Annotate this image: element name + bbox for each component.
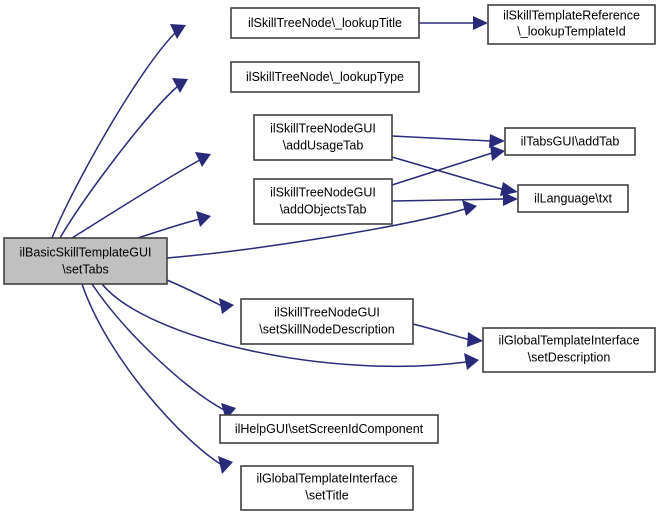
node-ilSkillTreeNodeGUI-addUsageTab[interactable]: ilSkillTreeNodeGUI \addUsageTab bbox=[253, 114, 393, 161]
node-ilLanguage-txt[interactable]: ilLanguage\txt bbox=[517, 184, 629, 213]
node-label-setDescription-line2: \setDescription bbox=[528, 350, 611, 364]
node-label-addUsageTab-line1: ilSkillTreeNodeGUI bbox=[270, 121, 376, 135]
node-label-addObjectsTab-line1: ilSkillTreeNodeGUI bbox=[270, 185, 376, 199]
node-label-setDescription-line1: ilGlobalTemplateInterface bbox=[498, 333, 639, 347]
node-label-addTab: ilTabsGUI\addTab bbox=[521, 134, 620, 148]
node-ilBasicSkillTemplateGUI-setTabs[interactable]: ilBasicSkillTemplateGUI \setTabs bbox=[3, 237, 168, 285]
node-box-addUsageTab[interactable] bbox=[253, 114, 393, 161]
edges-layer bbox=[51, 16, 518, 474]
edge-setSkillNodeDescription-to-setDescription bbox=[412, 323, 483, 347]
edge-root-to-setTitle bbox=[81, 283, 233, 474]
node-label-setScreenIdComponent: ilHelpGUI\setScreenIdComponent bbox=[235, 422, 424, 436]
node-label-setSkillNodeDescription-line2: \setSkillNodeDescription bbox=[259, 322, 395, 336]
node-ilSkillTemplateReference-lookupTemplateId[interactable]: ilSkillTemplateReference \_lookupTemplat… bbox=[487, 4, 656, 45]
node-box-setSkillNodeDescription[interactable] bbox=[240, 298, 414, 345]
node-box-langTxt[interactable] bbox=[517, 184, 629, 213]
node-ilSkillTreeNodeGUI-setSkillNodeDescription[interactable]: ilSkillTreeNodeGUI \setSkillNodeDescript… bbox=[240, 298, 414, 345]
node-ilSkillTreeNode-lookupTitle[interactable]: ilSkillTreeNode\_lookupTitle bbox=[230, 7, 420, 39]
node-box-lookupTitle[interactable] bbox=[230, 7, 420, 39]
edge-addUsageTab-to-addTab bbox=[391, 134, 505, 148]
node-ilTabsGUI-addTab[interactable]: ilTabsGUI\addTab bbox=[504, 127, 636, 156]
node-label-root-line1: ilBasicSkillTemplateGUI bbox=[20, 245, 152, 259]
edge-root-to-addUsageTab bbox=[71, 152, 211, 239]
node-box-root[interactable] bbox=[3, 237, 168, 285]
node-label-lookupTemplateId-line2: \_lookupTemplateId bbox=[517, 24, 625, 38]
node-label-addObjectsTab-line2: \addObjectsTab bbox=[280, 202, 367, 216]
edge-addObjectsTab-to-addTab bbox=[391, 145, 505, 186]
node-box-setDescription[interactable] bbox=[482, 327, 656, 373]
edge-addObjectsTab-to-langTxt bbox=[391, 192, 518, 206]
node-label-lookupType: ilSkillTreeNode\_lookupType bbox=[246, 70, 404, 84]
edge-addUsageTab-to-langTxt bbox=[391, 156, 518, 196]
edge-root-to-langTxt bbox=[166, 200, 477, 259]
node-label-lookupTitle: ilSkillTreeNode\_lookupTitle bbox=[248, 16, 402, 30]
node-box-setScreenIdComponent[interactable] bbox=[219, 414, 439, 444]
edge-root-to-setSkillNodeDescription bbox=[166, 279, 234, 314]
node-box-setTitle[interactable] bbox=[240, 465, 414, 511]
node-label-root-line2: \setTabs bbox=[62, 262, 109, 276]
node-label-setTitle-line2: \setTitle bbox=[305, 488, 348, 502]
node-ilGlobalTemplateInterface-setTitle[interactable]: ilGlobalTemplateInterface \setTitle bbox=[240, 465, 414, 511]
node-ilSkillTreeNode-lookupType[interactable]: ilSkillTreeNode\_lookupType bbox=[230, 61, 420, 93]
node-box-addTab[interactable] bbox=[504, 127, 636, 156]
node-ilSkillTreeNodeGUI-addObjectsTab[interactable]: ilSkillTreeNodeGUI \addObjectsTab bbox=[253, 178, 393, 225]
node-box-lookupTemplateId[interactable] bbox=[487, 4, 656, 45]
edge-root-to-setDescription bbox=[101, 283, 479, 370]
node-label-setSkillNodeDescription-line1: ilSkillTreeNodeGUI bbox=[274, 305, 380, 319]
node-label-langTxt: ilLanguage\txt bbox=[534, 191, 612, 205]
node-label-setTitle-line1: ilGlobalTemplateInterface bbox=[256, 471, 397, 485]
node-box-lookupType[interactable] bbox=[230, 61, 420, 93]
node-ilHelpGUI-setScreenIdComponent[interactable]: ilHelpGUI\setScreenIdComponent bbox=[219, 414, 439, 444]
node-label-addUsageTab-line2: \addUsageTab bbox=[283, 138, 364, 152]
nodes-layer: ilBasicSkillTemplateGUI \setTabs ilSkill… bbox=[3, 4, 656, 511]
edge-root-to-lookupType bbox=[59, 78, 188, 239]
node-label-lookupTemplateId-line1: ilSkillTemplateReference bbox=[503, 8, 640, 22]
edge-root-to-lookupTitle bbox=[51, 24, 186, 239]
node-ilGlobalTemplateInterface-setDescription[interactable]: ilGlobalTemplateInterface \setDescriptio… bbox=[482, 327, 656, 373]
edge-root-to-addObjectsTab bbox=[137, 211, 211, 239]
edge-lookupTitle-to-lookupTemplateId bbox=[419, 16, 488, 30]
edge-root-to-setScreenIdComponent bbox=[91, 283, 236, 420]
node-box-addObjectsTab[interactable] bbox=[253, 178, 393, 225]
